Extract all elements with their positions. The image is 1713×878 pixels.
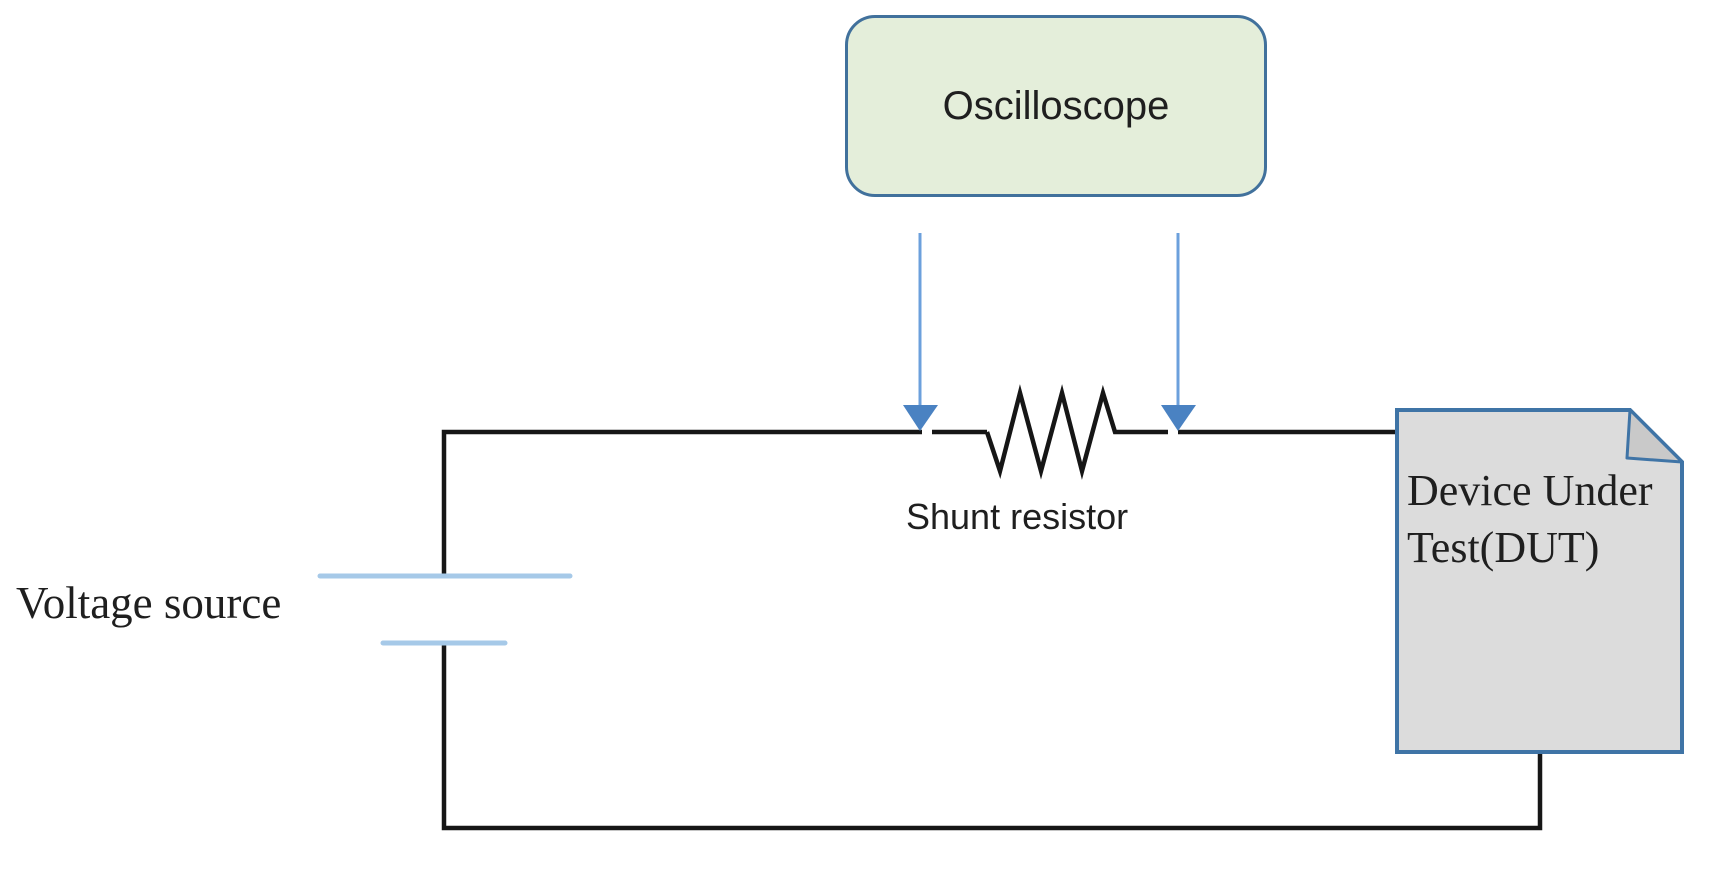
dut-label: Device Under Test(DUT) bbox=[1407, 462, 1699, 576]
voltage-source-label: Voltage source bbox=[16, 578, 282, 628]
oscilloscope-box: Oscilloscope bbox=[845, 15, 1267, 197]
probe-arrow-right-head bbox=[1161, 405, 1196, 431]
shunt-resistor-label: Shunt resistor bbox=[906, 496, 1129, 537]
wire-bottom-loop bbox=[441, 645, 1543, 831]
dut-folded-corner bbox=[1625, 408, 1684, 464]
probe-arrow-left-head bbox=[903, 405, 938, 431]
wire-top-left-segment bbox=[441, 429, 922, 574]
dut-label-line2: Test(DUT) bbox=[1407, 523, 1600, 572]
oscilloscope-label: Oscilloscope bbox=[942, 83, 1170, 128]
dut-shape bbox=[1395, 408, 1684, 754]
resistor-symbol bbox=[984, 384, 1168, 480]
dut-label-line1: Device Under bbox=[1407, 466, 1653, 515]
